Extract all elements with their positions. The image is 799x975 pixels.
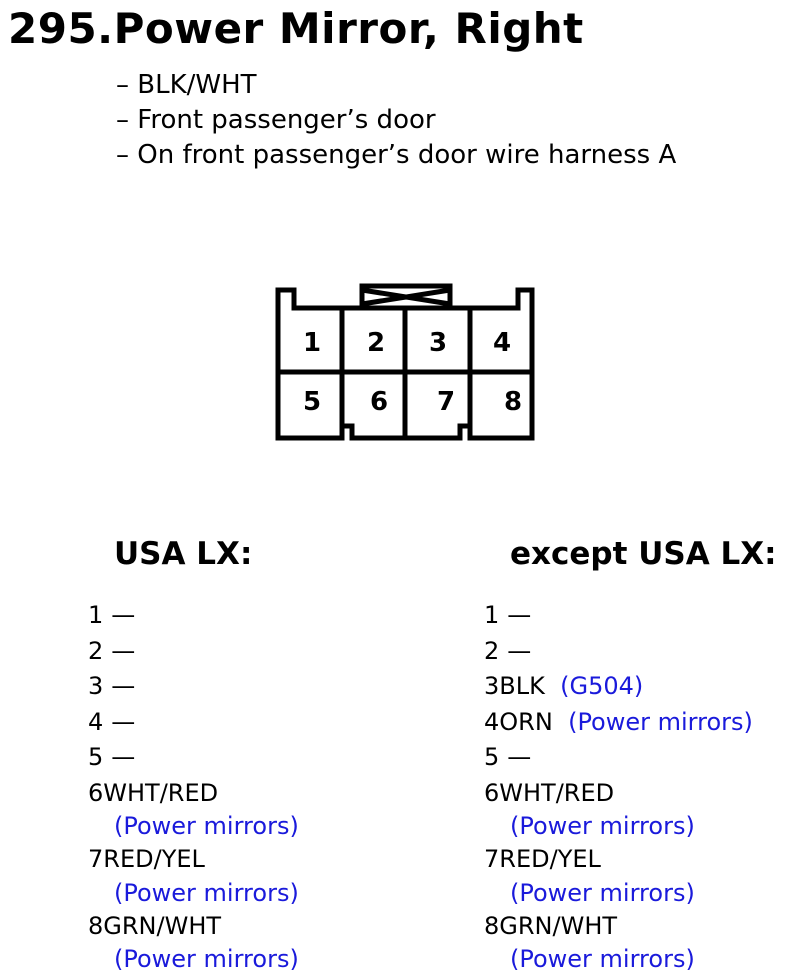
pin-row: 3BLK (G504) [484,669,777,705]
pin-number: 1 [88,601,103,629]
pin-number: 2 [88,637,103,665]
pin-note: (Power mirrors) [510,878,777,909]
pin-wire: — [111,598,135,634]
pin-number: 7 [484,845,499,873]
pin-wire: — [111,705,135,741]
pin-number: 6 [88,779,103,807]
pin-wire: RED/YEL [103,845,205,873]
connector-info: – BLK/WHT – Front passenger’s door – On … [116,68,676,173]
column-heading: USA LX: [114,534,299,574]
pin-wire: — [111,740,135,776]
pin-row: 7RED/YEL (Power mirrors) [88,842,299,909]
pin-number: 3 [484,672,499,700]
pin-row: 5— [484,740,777,776]
location-line: – Front passenger’s door [116,103,676,138]
harness-line: – On front passenger’s door wire harness… [116,138,676,173]
pin-number: 6 [484,779,499,807]
pin-wire: — [507,634,531,670]
pin-note: (Power mirrors) [510,811,777,842]
pin-wire: BLK [499,672,545,700]
pin-row: 2— [88,634,299,670]
pin-wire: RED/YEL [499,845,601,873]
pin-label-2: 2 [367,328,385,358]
pin-note: (Power mirrors) [114,944,299,975]
column-heading: except USA LX: [510,534,777,574]
pin-row: 4ORN (Power mirrors) [484,705,777,741]
pin-wire: — [507,598,531,634]
pin-row: 4— [88,705,299,741]
pin-row: 2— [484,634,777,670]
pin-row: 6WHT/RED (Power mirrors) [484,776,777,843]
pin-row: 1— [484,598,777,634]
pin-label-6: 6 [370,387,388,417]
pin-number: 1 [484,601,499,629]
pin-label-8: 8 [504,387,522,417]
pin-row: 8GRN/WHT (Power mirrors) [88,909,299,975]
pin-row: 6WHT/RED (Power mirrors) [88,776,299,843]
pin-row: 3— [88,669,299,705]
pin-wire: — [111,634,135,670]
pin-row: 7RED/YEL (Power mirrors) [484,842,777,909]
except-usa-lx-column: except USA LX: 1— 2— 3BLK (G504) 4ORN (P… [484,534,777,975]
pin-label-7: 7 [437,387,455,417]
page-title: 295.Power Mirror, Right [8,2,584,56]
pin-wire: WHT/RED [499,779,614,807]
pin-wire: WHT/RED [103,779,218,807]
pin-label-5: 5 [303,387,321,417]
pin-wire: GRN/WHT [499,912,617,940]
pin-label-3: 3 [429,328,447,358]
pin-wire: — [111,669,135,705]
wire-color-line: – BLK/WHT [116,68,676,103]
pin-number: 3 [88,672,103,700]
pin-number: 4 [484,708,499,736]
pin-wire: — [507,740,531,776]
pin-number: 2 [484,637,499,665]
pin-row: 5— [88,740,299,776]
pin-number: 8 [484,912,499,940]
pin-number: 5 [88,743,103,771]
pin-number: 5 [484,743,499,771]
connector-diagram: 1 2 3 4 5 6 7 8 [270,278,542,444]
pin-number: 8 [88,912,103,940]
pin-row: 8GRN/WHT (Power mirrors) [484,909,777,975]
pin-note: (Power mirrors) [568,708,753,736]
pin-label-1: 1 [303,328,321,358]
pin-number: 7 [88,845,103,873]
usa-lx-column: USA LX: 1— 2— 3— 4— 5— 6WHT/RED (Power m… [88,534,299,975]
pin-note: (Power mirrors) [114,811,299,842]
pin-wire: GRN/WHT [103,912,221,940]
pin-wire: ORN [499,708,553,736]
pin-row: 1— [88,598,299,634]
pin-number: 4 [88,708,103,736]
pin-label-4: 4 [493,328,511,358]
pin-note: (Power mirrors) [114,878,299,909]
pin-note: (Power mirrors) [510,944,777,975]
pin-note: (G504) [560,672,643,700]
